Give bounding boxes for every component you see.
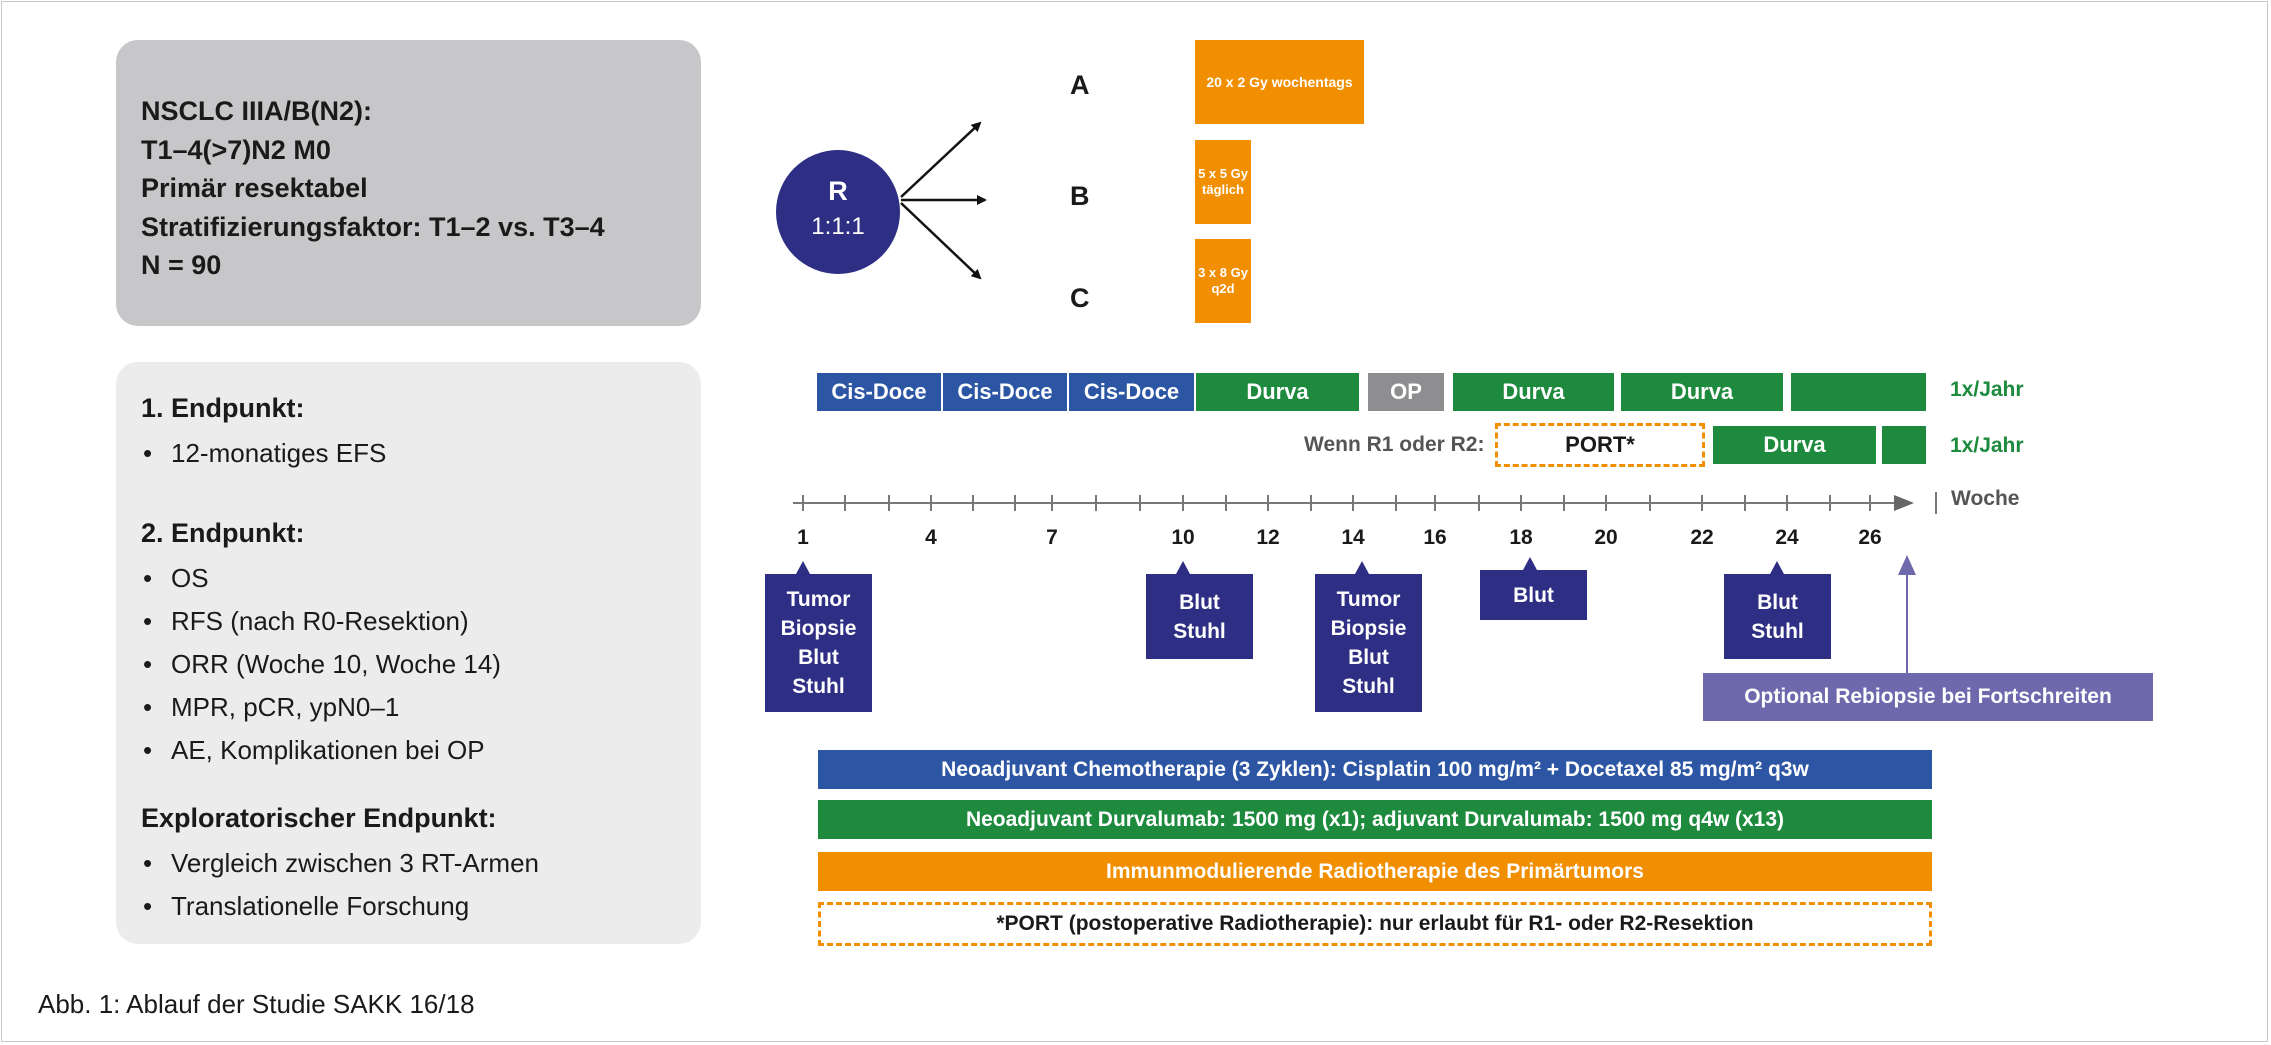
segment-durva: Durva: [1621, 373, 1783, 411]
sample-box-week-10: Blut Stuhl: [1146, 574, 1253, 659]
exploratory-endpoint: Exploratorischer Endpunkt: Vergleich zwi…: [141, 800, 701, 928]
sample-item: Blut: [1179, 590, 1220, 614]
tick-label: 16: [1423, 526, 1447, 549]
population-panel: NSCLC IIIA/B(N2): T1–4(>7)N2 M0 Primär r…: [116, 40, 701, 326]
sample-item: Stuhl: [792, 675, 845, 698]
list-item: Translationelle Forschung: [141, 885, 701, 928]
sample-item: Blut: [1757, 590, 1798, 614]
randomization-ratio: 1:1:1: [811, 213, 865, 240]
tick-label: 4: [925, 526, 937, 549]
list-item: ORR (Woche 10, Woche 14): [141, 643, 701, 686]
tick-label: 24: [1775, 526, 1799, 549]
segment-op: OP: [1368, 373, 1444, 411]
legend-radiotherapy: Immunmodulierende Radiotherapie des Prim…: [818, 852, 1932, 891]
segment-durva-continued: [1791, 373, 1926, 411]
population-line: T1–4(>7)N2 M0: [141, 134, 331, 165]
tick-label: 26: [1858, 526, 1882, 549]
arm-label-c: C: [1070, 283, 1090, 313]
population-line: NSCLC IIIA/B(N2):: [141, 96, 372, 126]
legend-durvalumab: Neoadjuvant Durvalumab: 1500 mg (x1); ad…: [818, 800, 1932, 839]
tick-label: 14: [1341, 526, 1365, 549]
tick-label: 7: [1046, 526, 1058, 549]
frequency-label: 1x/Jahr: [1950, 378, 2024, 401]
sample-item: Stuhl: [1751, 619, 1804, 643]
legend-chemotherapy: Neoadjuvant Chemotherapie (3 Zyklen): Ci…: [818, 750, 1932, 789]
sample-item: Tumor: [786, 588, 851, 611]
segment-cis-doce: Cis-Doce: [817, 373, 941, 411]
exploratory-endpoint-title: Exploratorischer Endpunkt:: [141, 803, 497, 833]
segment-durva: Durva: [1713, 426, 1876, 464]
segment-durva: Durva: [1196, 373, 1359, 411]
axis-unit-label: Woche: [1951, 487, 2020, 510]
tick-label: 10: [1171, 526, 1195, 549]
tick-label: 18: [1509, 526, 1533, 549]
arm-c-regimen: 3 x 8 Gy q2d: [1195, 239, 1251, 323]
secondary-endpoint-title: 2. Endpunkt:: [141, 518, 305, 548]
optional-rebiopsy-box: Optional Rebiopsie bei Fortschreiten: [1703, 673, 2153, 721]
sample-item: Blut: [1348, 646, 1389, 669]
segment-cis-doce: Cis-Doce: [1069, 373, 1194, 411]
sample-box-week-14: Tumor Biopsie Blut Stuhl: [1315, 574, 1422, 712]
frequency-label: 1x/Jahr: [1950, 434, 2024, 457]
sample-item: Biopsie: [780, 617, 857, 640]
sample-item: Biopsie: [1330, 617, 1407, 640]
endpoints-panel: 1. Endpunkt: 12-monatiges EFS 2. Endpunk…: [116, 362, 701, 944]
sample-item: Stuhl: [1173, 619, 1226, 643]
port-box: PORT*: [1495, 423, 1705, 467]
secondary-endpoint: 2. Endpunkt: OS RFS (nach R0-Resektion) …: [141, 515, 701, 772]
primary-endpoint: 1. Endpunkt: 12-monatiges EFS: [141, 390, 701, 475]
randomization-circle: R 1:1:1: [776, 150, 900, 274]
list-item: RFS (nach R0-Resektion): [141, 600, 701, 643]
randomization-label: R: [828, 176, 848, 206]
sample-box-week-24: Blut Stuhl: [1724, 574, 1831, 659]
tick-label: 1: [797, 526, 809, 549]
list-item: OS: [141, 557, 701, 600]
segment-durva-continued: [1882, 426, 1926, 464]
sample-item: Tumor: [1336, 588, 1401, 611]
list-item: MPR, pCR, ypN0–1: [141, 686, 701, 729]
population-line: Stratifizierungsfaktor: T1–2 vs. T3–4: [141, 211, 605, 242]
list-item: Vergleich zwischen 3 RT-Armen: [141, 842, 701, 885]
primary-endpoint-title: 1. Endpunkt:: [141, 393, 305, 423]
arm-a-regimen: 20 x 2 Gy wochentags: [1195, 40, 1364, 124]
legend-port-note: *PORT (postoperative Radiotherapie): nur…: [818, 902, 1932, 946]
sample-box-week-1: Tumor Biopsie Blut Stuhl: [765, 574, 872, 712]
arm-label-a: A: [1070, 70, 1090, 100]
population-line: Primär resektabel: [141, 173, 368, 203]
tick-label: 12: [1256, 526, 1280, 549]
sample-item: Stuhl: [1342, 675, 1395, 698]
arm-b-regimen: 5 x 5 Gy täglich: [1195, 140, 1251, 224]
arm-label-b: B: [1070, 181, 1090, 211]
sample-item: Blut: [798, 646, 839, 669]
tick-label: 20: [1594, 526, 1618, 549]
population-line: N = 90: [141, 250, 222, 280]
port-condition-label: Wenn R1 oder R2:: [1304, 433, 1485, 456]
segment-durva: Durva: [1453, 373, 1614, 411]
sample-box-week-18: Blut: [1480, 570, 1587, 620]
figure-caption: Abb. 1: Ablauf der Studie SAKK 16/18: [38, 989, 475, 1019]
tick-label: 22: [1690, 526, 1714, 549]
list-item: 12-monatiges EFS: [141, 432, 701, 475]
segment-cis-doce: Cis-Doce: [943, 373, 1067, 411]
list-item: AE, Komplikationen bei OP: [141, 729, 701, 772]
sample-item: Blut: [1513, 583, 1554, 607]
